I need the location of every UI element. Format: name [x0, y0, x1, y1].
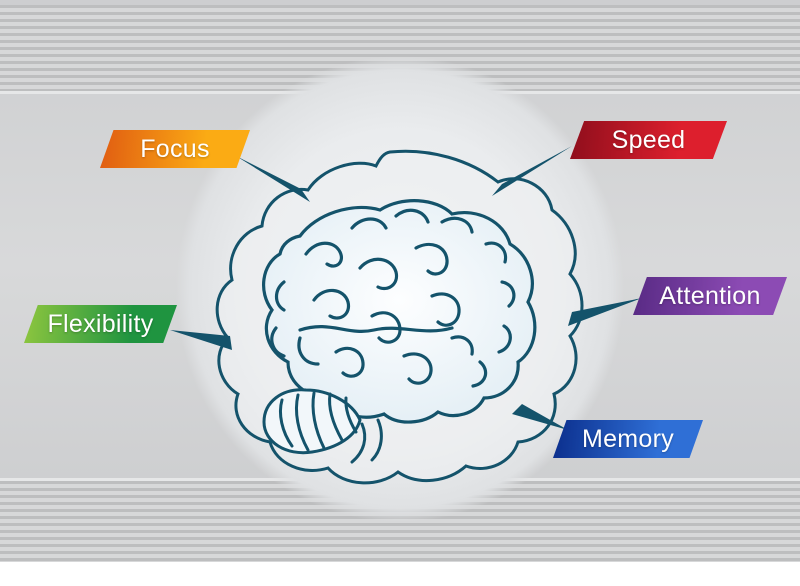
bottom-white-strip [0, 562, 800, 586]
label-ribbon-flexibility: Flexibility [24, 305, 177, 343]
connector-spike-memory [512, 404, 568, 430]
connector-spike-attention [568, 298, 642, 326]
connector-spike-focus [236, 156, 310, 202]
brain-stem [350, 418, 383, 464]
label-text: Attention [659, 281, 761, 310]
connector-spike-speed [492, 146, 572, 196]
label-text: Focus [140, 134, 210, 163]
brain-cerebrum [262, 199, 537, 424]
label-text: Flexibility [47, 309, 154, 338]
label-ribbon-attention: Attention [633, 277, 787, 315]
brain-cerebellum [262, 388, 362, 455]
label-text: Speed [611, 125, 686, 154]
label-ribbon-speed: Speed [570, 121, 727, 159]
label-text: Memory [581, 424, 675, 453]
label-ribbon-memory: Memory [553, 420, 703, 458]
connector-spike-flexibility [170, 330, 232, 350]
label-ribbon-focus: Focus [100, 130, 250, 168]
